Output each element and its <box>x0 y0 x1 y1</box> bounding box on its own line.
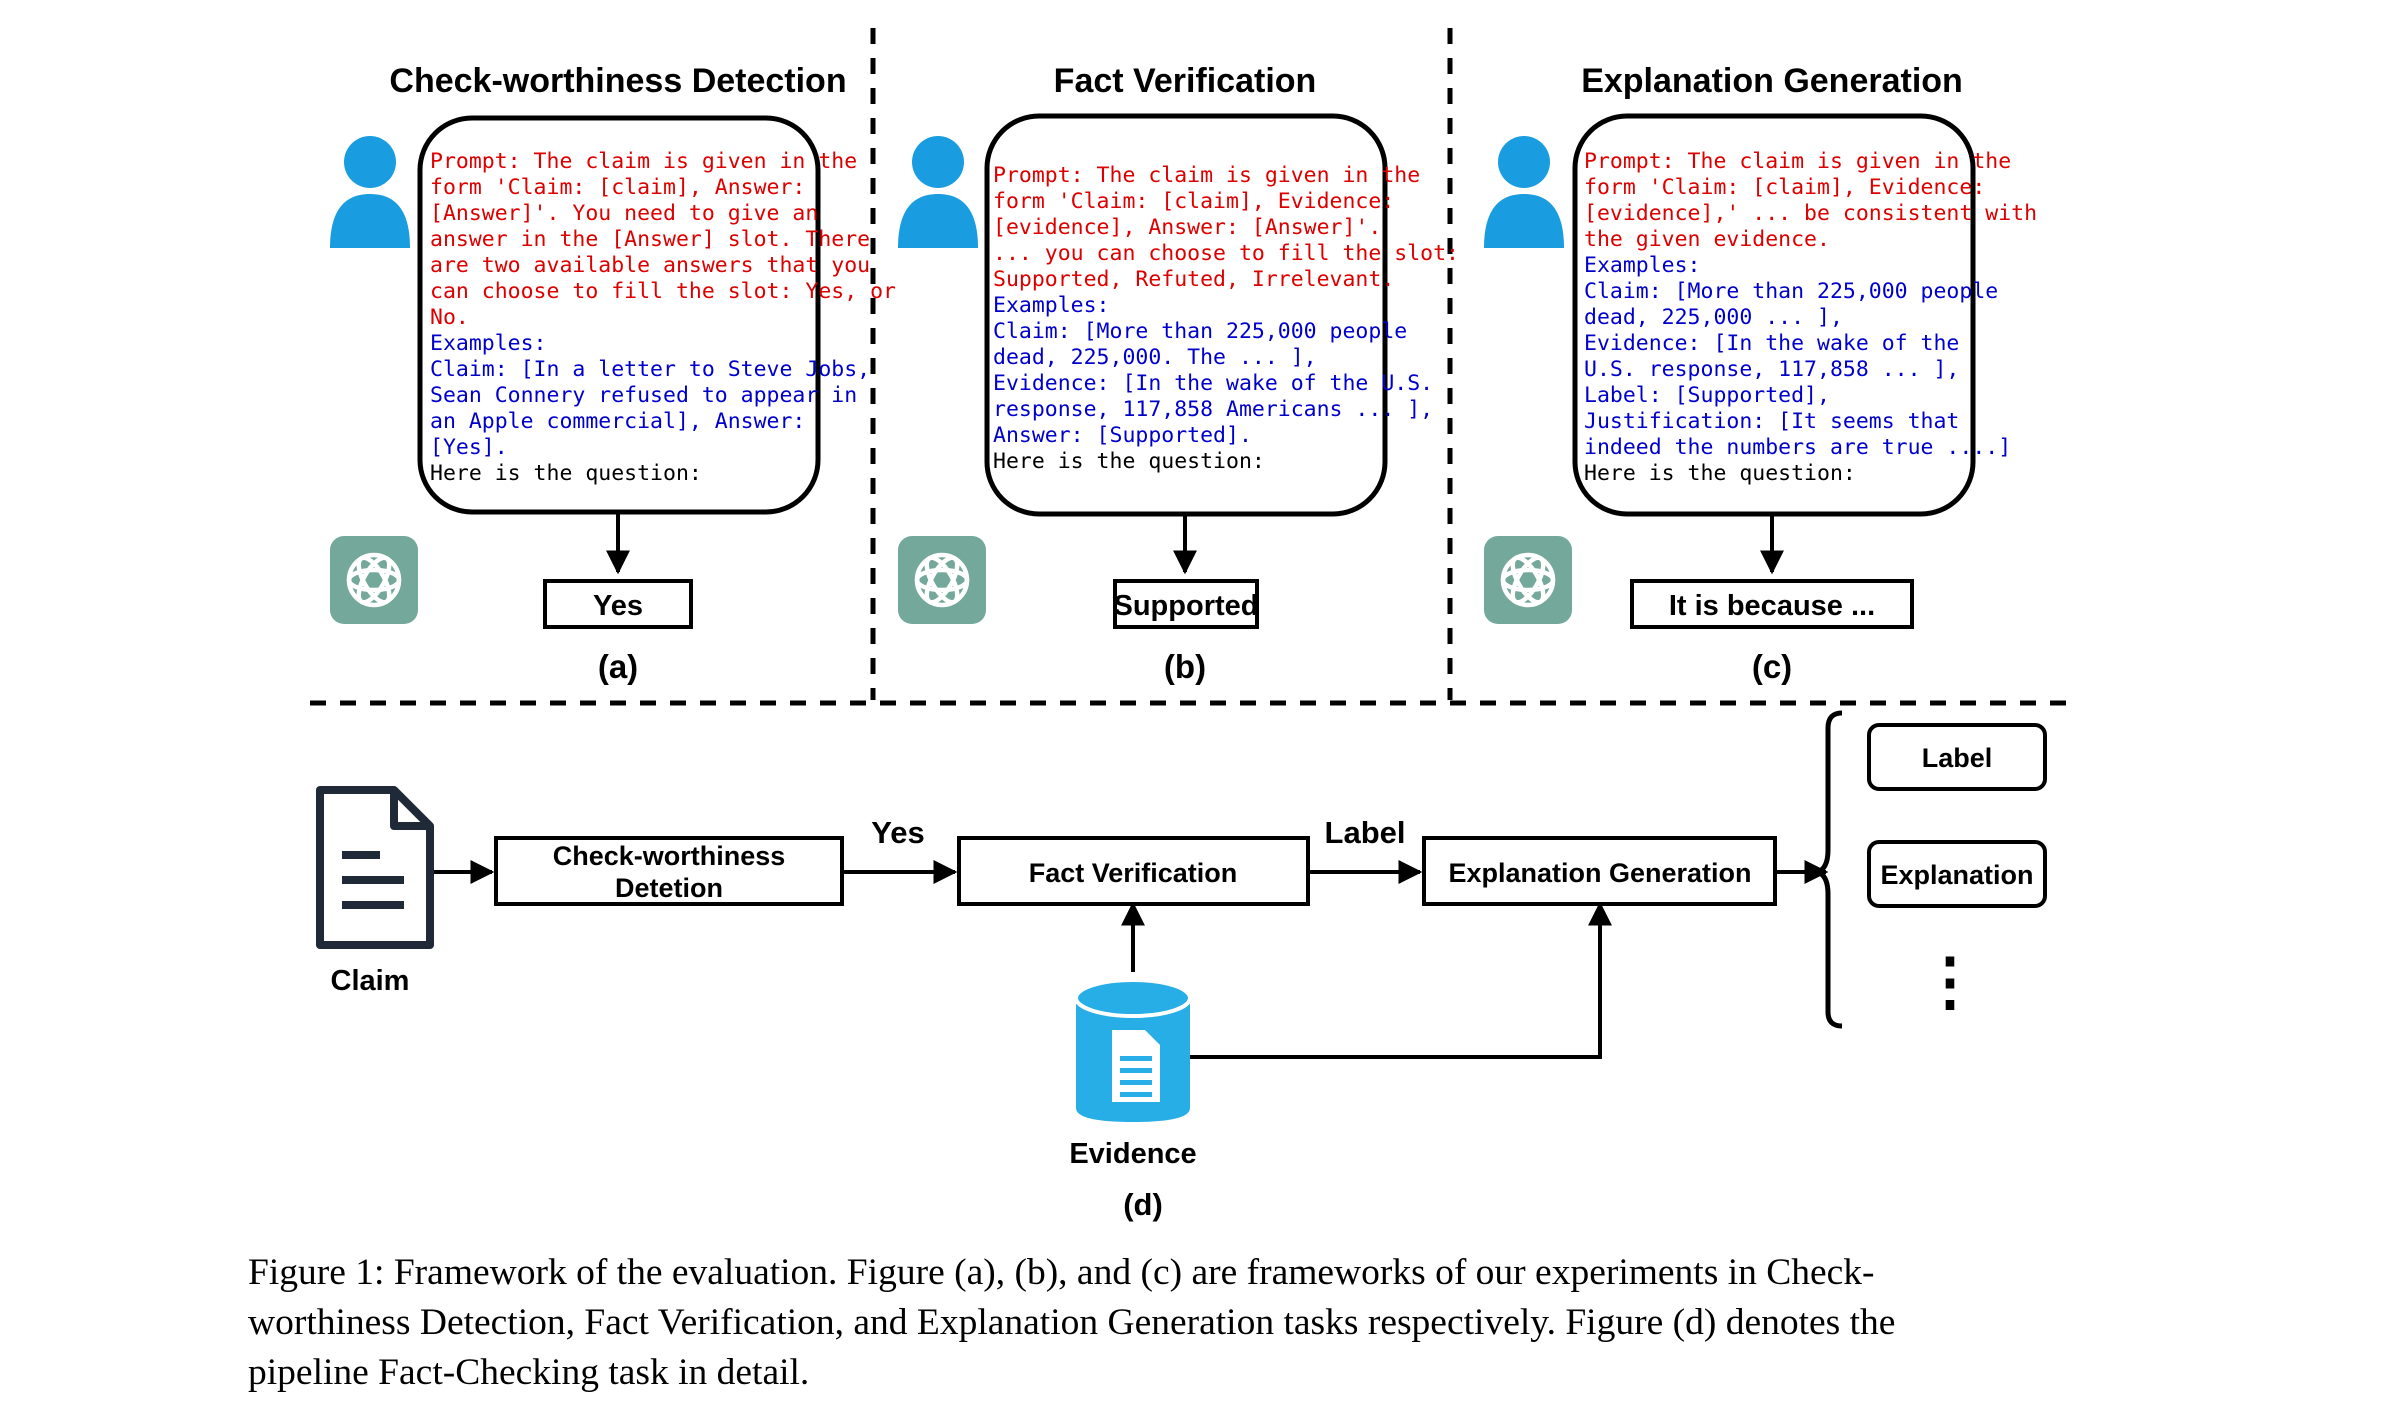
output-explanation-box <box>1867 840 2047 908</box>
step-check-worthiness-line2: Detetion <box>615 873 723 903</box>
user-icon <box>330 136 410 248</box>
prompt-line: Sean Connery refused to appear in <box>430 383 857 408</box>
caption-line: pipeline Fact-Checking task in detail. <box>248 1352 810 1393</box>
step-explanation-label: Explanation Generation <box>1448 858 1751 888</box>
prompt-line: Claim: [In a letter to Steve Jobs, <box>430 357 870 382</box>
prompt-line: Examples: <box>430 331 547 356</box>
output-label-box <box>1867 723 2047 791</box>
caption-line: worthiness Detection, Fact Verification,… <box>248 1302 1896 1343</box>
prompt-line: No. <box>430 305 469 330</box>
step-fact-verification-label: Fact Verification <box>1029 858 1238 888</box>
chatgpt-logo-icon <box>1484 536 1572 624</box>
panel-a: Check-worthiness Detection Prompt: The c… <box>330 62 896 685</box>
prompt-line: dead, 225,000. The ... ], <box>993 345 1317 370</box>
prompt-line: form 'Claim: [claim], Evidence: <box>993 189 1394 214</box>
chatgpt-logo-icon <box>898 536 986 624</box>
output-more-ellipsis: ⋮ <box>1918 945 1982 1017</box>
output-text: Yes <box>593 590 643 622</box>
prompt-line: [Yes]. <box>430 435 508 460</box>
prompt-line: form 'Claim: [claim], Evidence: <box>1584 175 1985 200</box>
user-icon <box>1484 136 1564 248</box>
prompt-bubble <box>984 113 1388 517</box>
panel-d-label: (d) <box>1123 1187 1163 1222</box>
prompt-line: Claim: [More than 225,000 people <box>1584 279 1998 304</box>
prompt-line: [Answer]'. You need to give an <box>430 201 818 226</box>
claim-label: Claim <box>331 965 410 997</box>
step-explanation-box <box>1422 836 1777 906</box>
prompt-line: Prompt: The claim is given in the <box>1584 149 2011 174</box>
prompt-line: Label: [Supported], <box>1584 383 1830 408</box>
prompt-line: Evidence: [In the wake of the U.S. <box>993 371 1433 396</box>
prompt-line: indeed the numbers are true ....] <box>1584 435 2011 460</box>
prompt-line: Here is the question: <box>430 461 702 486</box>
prompt-line: answer in the [Answer] slot. There <box>430 227 870 252</box>
prompt-line: Examples: <box>993 293 1110 318</box>
chatgpt-logo-icon <box>330 536 418 624</box>
prompt-line: Prompt: The claim is given in the <box>993 163 1420 188</box>
panel-d: Claim Yes Label Check-worthiness Detetio… <box>316 710 2047 1222</box>
prompt-line: dead, 225,000 ... ], <box>1584 305 1843 330</box>
evidence-database-icon <box>1074 978 1192 1122</box>
prompt-line: response, 117,858 Americans ... ], <box>993 397 1433 422</box>
output-brace <box>1811 710 1843 1029</box>
prompt-line: are two available answers that you <box>430 253 870 278</box>
prompt-line: ... you can choose to fill the slot: <box>993 241 1459 266</box>
prompt-line: form 'Claim: [claim], Answer: <box>430 175 805 200</box>
panel-b-title: Fact Verification <box>1054 62 1317 100</box>
prompt-line: can choose to fill the slot: Yes, or <box>430 279 896 304</box>
prompt-bubble <box>1572 113 1976 517</box>
step-check-worthiness-line1: Check-worthiness <box>553 841 786 871</box>
prompt-line: Here is the question: <box>1584 461 1856 486</box>
panel-a-title: Check-worthiness Detection <box>389 62 846 100</box>
document-icon <box>316 786 434 949</box>
output-box <box>1113 579 1259 629</box>
edge-yes-label: Yes <box>871 815 924 850</box>
prompt-line: Prompt: The claim is given in the <box>430 149 857 174</box>
prompt-line: Justification: [It seems that <box>1584 409 1959 434</box>
output-box <box>1630 579 1914 629</box>
figure-caption: Figure 1: Framework of the evaluation. F… <box>248 1248 2148 1398</box>
panel-b: Fact Verification Prompt: The claim is g… <box>898 62 1459 685</box>
prompt-line: Answer: [Supported]. <box>993 423 1252 448</box>
output-text: Supported <box>1114 590 1259 622</box>
output-box <box>543 579 693 629</box>
step-fact-verification-box <box>957 836 1310 906</box>
user-icon <box>898 136 978 248</box>
panel-a-label: (a) <box>598 648 638 685</box>
prompt-line: Supported, Refuted, Irrelevant. <box>993 267 1394 292</box>
prompt-line: an Apple commercial], Answer: <box>430 409 805 434</box>
output-text: It is because ... <box>1669 590 1875 622</box>
prompt-line: Evidence: [In the wake of the <box>1584 331 1959 356</box>
step-check-worthiness-box <box>494 836 844 906</box>
prompt-line: Here is the question: <box>993 449 1265 474</box>
panel-c-label: (c) <box>1752 648 1792 685</box>
output-label-text: Label <box>1922 743 1993 773</box>
evidence-label: Evidence <box>1069 1138 1196 1170</box>
prompt-line: Examples: <box>1584 253 1701 278</box>
prompt-line: U.S. response, 117,858 ... ], <box>1584 357 1959 382</box>
prompt-bubble <box>417 115 821 515</box>
panel-separators <box>310 28 2080 706</box>
arrow-evidence-to-step3 <box>1190 901 1612 1059</box>
prompt-line: [evidence],' ... be consistent with <box>1584 201 2037 226</box>
panel-c-title: Explanation Generation <box>1581 62 1963 100</box>
panel-b-label: (b) <box>1164 648 1206 685</box>
prompt-line: Claim: [More than 225,000 people <box>993 319 1407 344</box>
prompt-line: [evidence], Answer: [Answer]'. <box>993 215 1381 240</box>
panel-c: Explanation Generation Prompt: The claim… <box>1484 62 2037 685</box>
prompt-line: the given evidence. <box>1584 227 1830 252</box>
edge-label-label: Label <box>1325 815 1406 850</box>
caption-line: Figure 1: Framework of the evaluation. F… <box>248 1252 1875 1293</box>
output-explanation-text: Explanation <box>1880 860 2033 890</box>
